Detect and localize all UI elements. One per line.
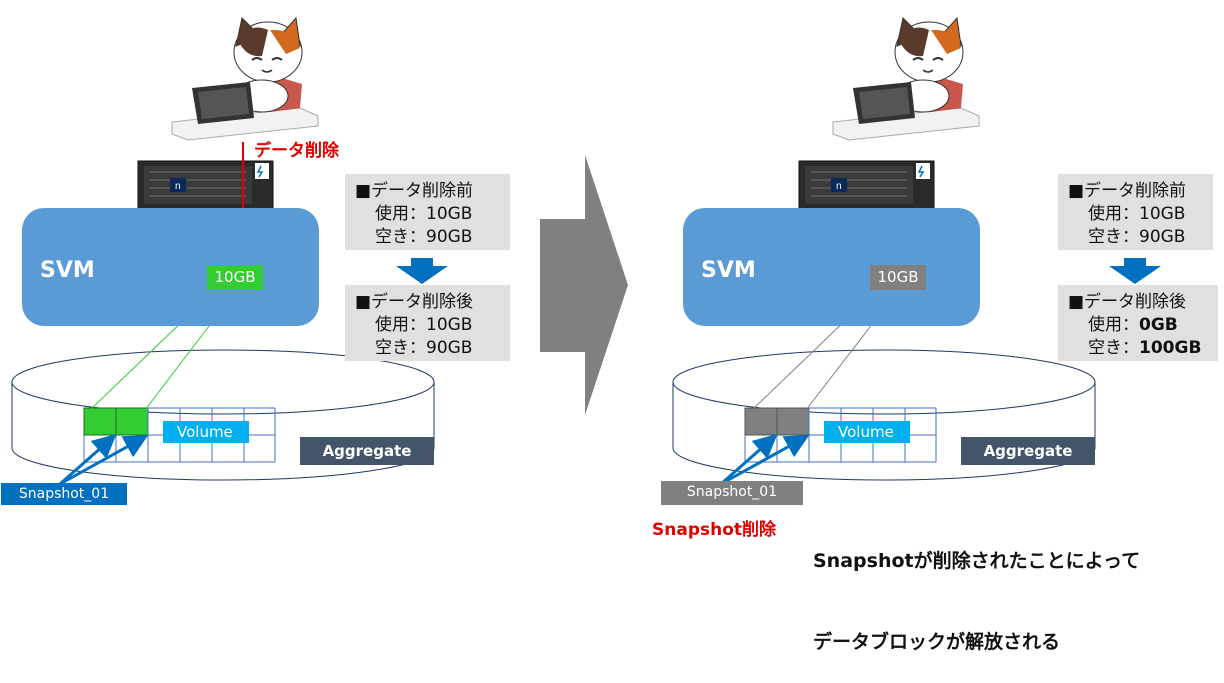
- svg-text:n: n: [175, 181, 181, 192]
- info-before-title: ■データ削除前: [1068, 181, 1187, 201]
- svm-label-left: SVM: [40, 258, 95, 283]
- down-arrow-left: [396, 258, 448, 284]
- snapshot-pointer-arrows-right: [720, 434, 810, 486]
- cat-user-illustration-left: [171, 16, 319, 141]
- caption-line-2: データブロックが解放される: [813, 631, 1061, 653]
- snapshot-delete-label: Snapshot削除: [652, 520, 777, 540]
- volume-label-left: Volume: [163, 421, 249, 443]
- info-after-free-prefix: 空き：: [1088, 338, 1139, 358]
- info-after-free: 空き：90GB: [375, 338, 473, 358]
- info-box-before-left: ■データ削除前 使用：10GB 空き：90GB: [345, 174, 510, 250]
- volume-label-right: Volume: [824, 421, 910, 443]
- storage-controller-right: n: [798, 160, 935, 210]
- info-after-used: 使用：10GB: [375, 315, 473, 335]
- data-delete-label: データ削除: [254, 141, 339, 161]
- info-after-free-value: 100GB: [1139, 338, 1202, 358]
- svg-text:n: n: [836, 181, 842, 192]
- snapshot-pointer-arrows-left: [59, 434, 149, 486]
- caption-text: Snapshotが削除されたことによって データブロックが解放される: [813, 494, 1140, 683]
- svm-box-left: [22, 208, 319, 326]
- snapshot-label-left: Snapshot_01: [1, 483, 127, 505]
- info-after-title: ■データ削除後: [1068, 292, 1187, 312]
- info-before-free: 空き：90GB: [1088, 227, 1186, 247]
- info-box-before-right: ■データ削除前 使用：10GB 空き：90GB: [1058, 174, 1213, 250]
- caption-line-1: Snapshotが削除されたことによって: [813, 550, 1141, 572]
- snapshot-label-right: Snapshot_01: [661, 481, 803, 505]
- used-capacity-tag-left: 10GB: [207, 265, 263, 290]
- svm-box-right: [683, 208, 980, 326]
- info-before-used: 使用：10GB: [375, 204, 473, 224]
- used-capacity-tag-right: 10GB: [870, 265, 926, 290]
- info-box-after-right: ■データ削除後 使用：0GB 空き：100GB: [1058, 285, 1218, 361]
- down-arrow-right: [1109, 258, 1161, 284]
- info-before-title: ■データ削除前: [355, 181, 474, 201]
- svm-label-right: SVM: [701, 258, 756, 283]
- info-box-after-left: ■データ削除後 使用：10GB 空き：90GB: [345, 285, 510, 361]
- info-after-used: 使用：0GB: [1068, 314, 1208, 337]
- transition-arrow: [540, 155, 628, 415]
- aggregate-label-right: Aggregate: [961, 437, 1095, 465]
- info-after-title: ■データ削除後: [355, 292, 474, 312]
- info-after-used-value: 0GB: [1139, 315, 1178, 335]
- aggregate-label-left: Aggregate: [300, 437, 434, 465]
- info-before-free: 空き：90GB: [375, 227, 473, 247]
- cat-user-illustration-right: [832, 16, 980, 141]
- info-after-free: 空き：100GB: [1068, 337, 1208, 360]
- info-after-used-prefix: 使用：: [1088, 315, 1139, 335]
- block-grid-left: [83, 407, 276, 463]
- info-before-used: 使用：10GB: [1088, 204, 1186, 224]
- storage-controller-left: n: [137, 160, 274, 210]
